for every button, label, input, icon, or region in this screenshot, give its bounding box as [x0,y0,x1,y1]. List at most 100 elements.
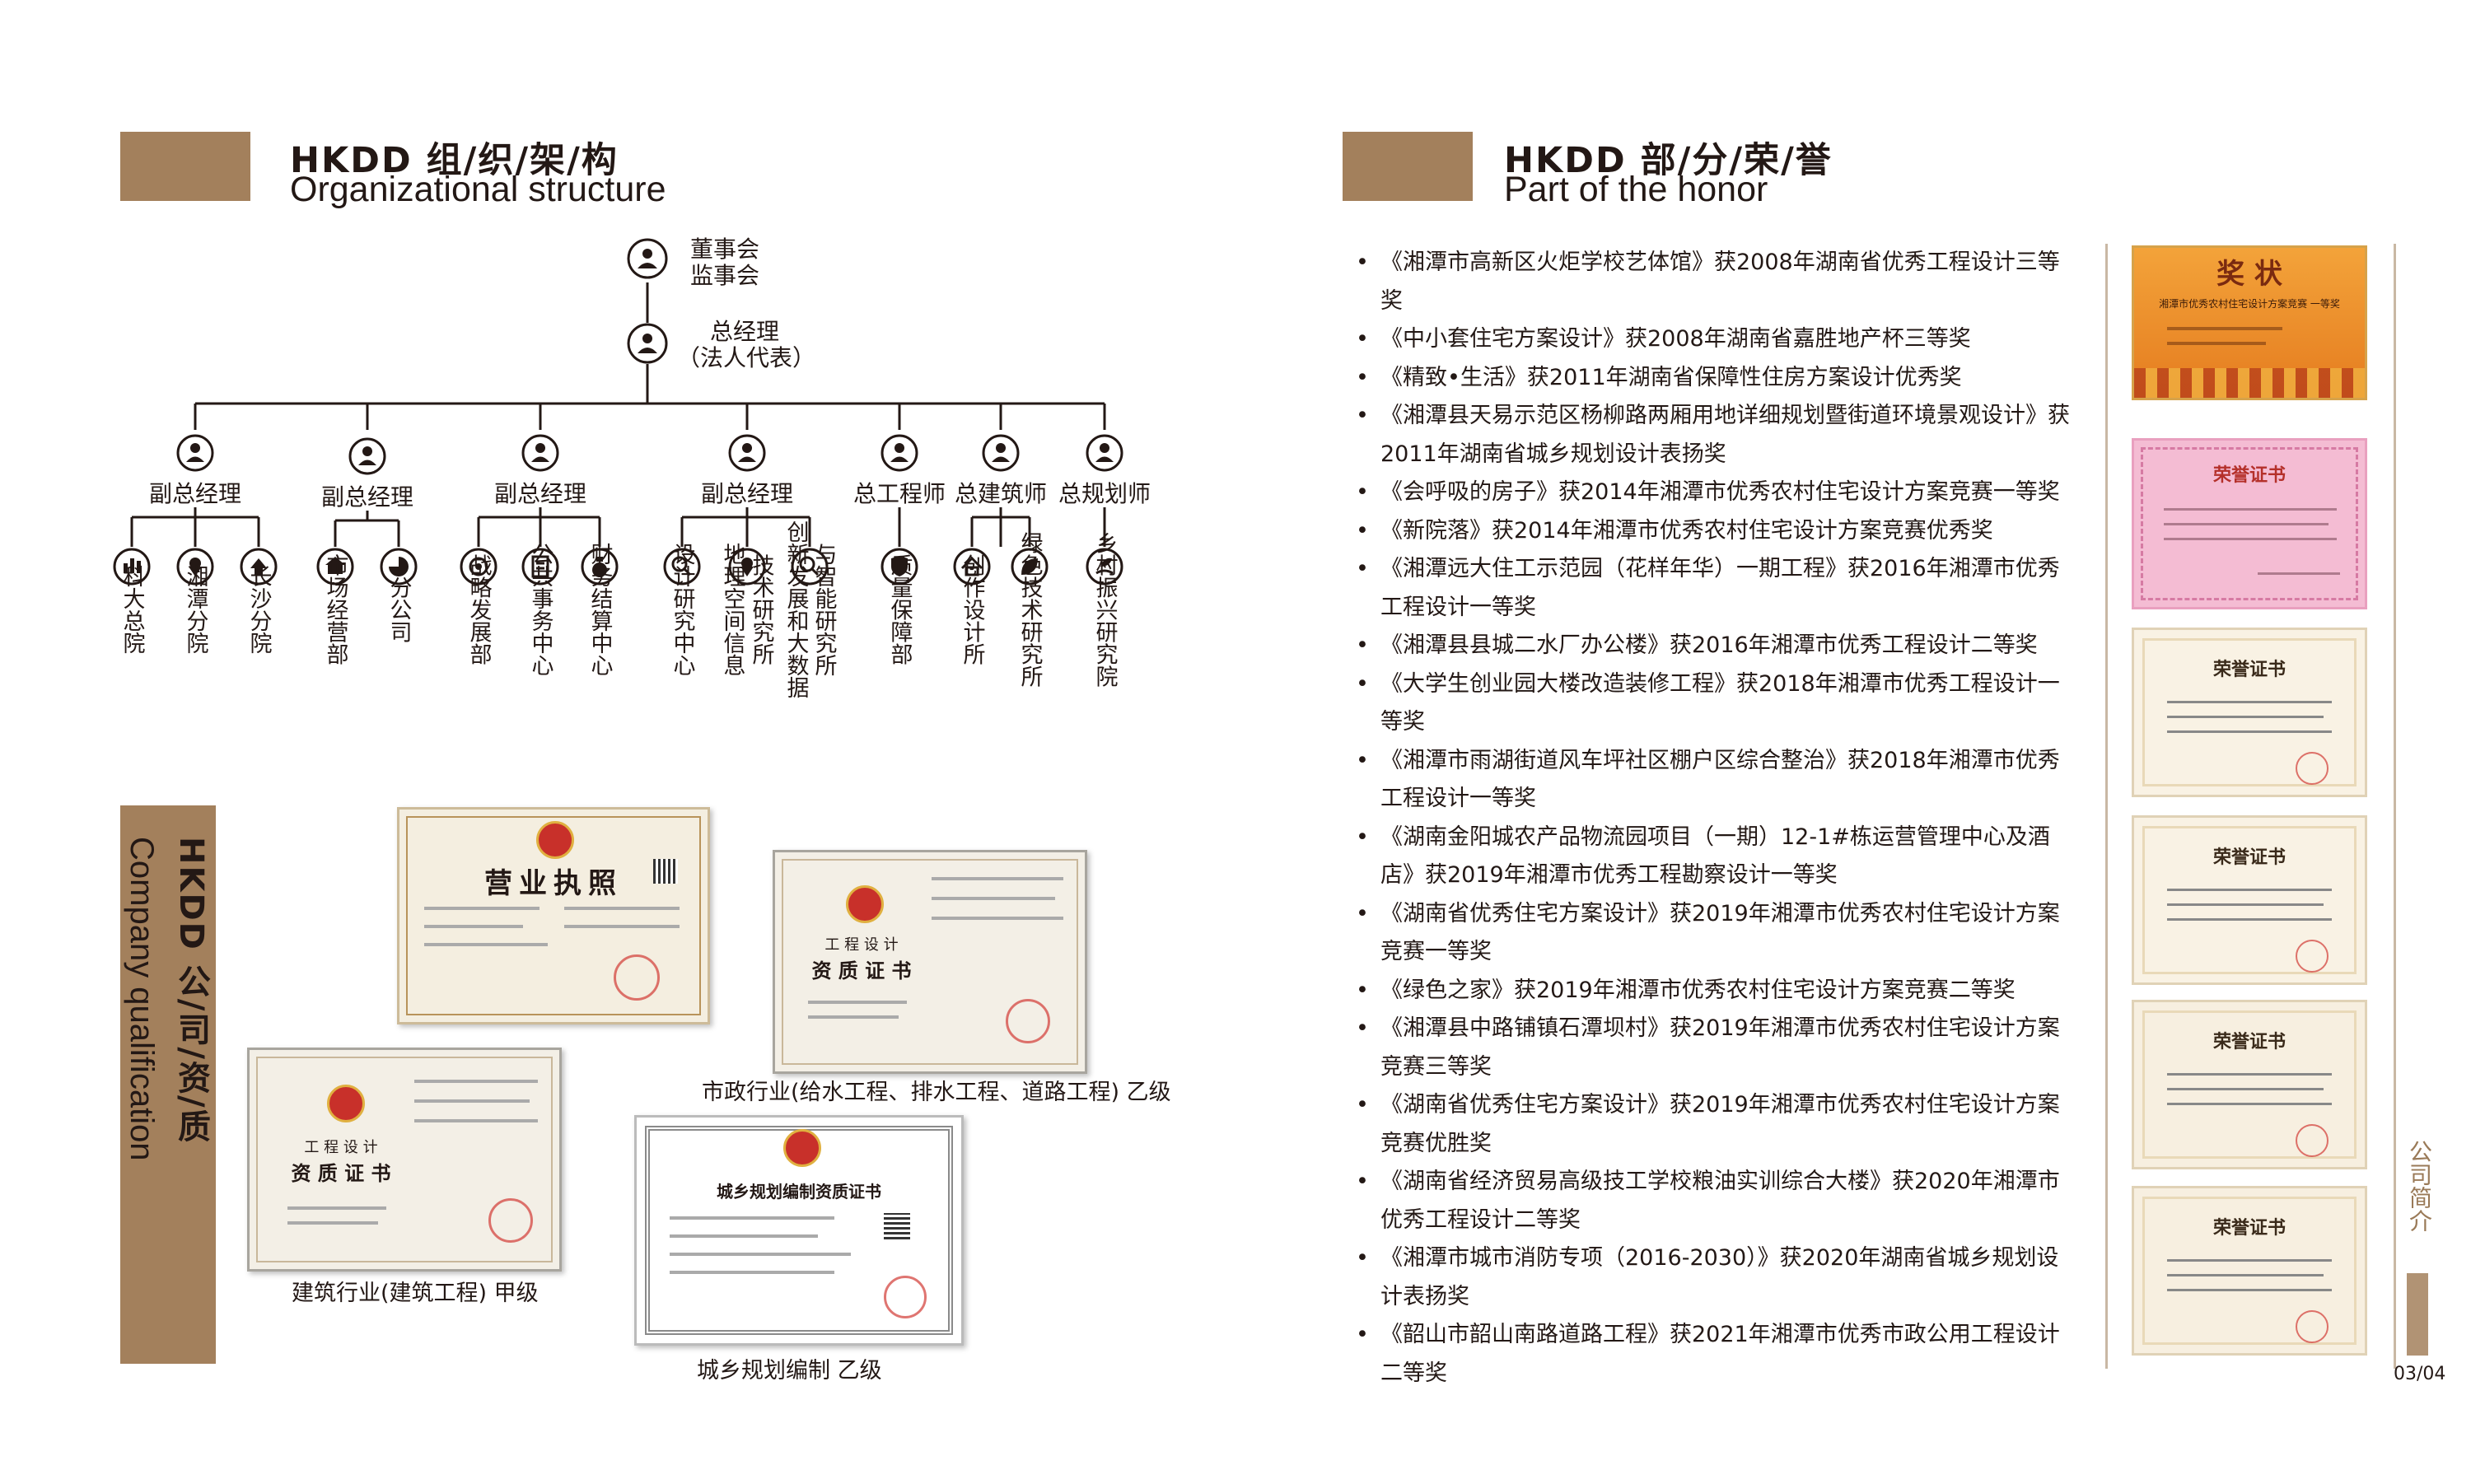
award-certificate-cream-4: 荣誉证书 [2132,1186,2367,1356]
dept-label: 湘潭分院 [183,565,208,654]
municipal-cert: 工 程 设 计 资 质 证 书 [773,850,1087,1074]
dept-label: 科大总院 [119,565,146,654]
org-top2: 监事会 [690,262,759,289]
org-chart: 董事会 监事会 总经理 （法人代表） 副总经理 副总经理 副总经理 副总经理 总… [113,236,1151,698]
award-body: 湘潭市优秀农村住宅设计方案竞赛 一等奖 [2159,298,2340,310]
gm-person-icon [627,323,668,364]
award-certificate-cream-2: 荣誉证书 [2132,815,2367,985]
list-item: 《湘潭县中路铺镇石潭坝村》获2019年湘潭市优秀农村住宅设计方案竞赛三等奖 [1351,1010,2076,1086]
municipal-caption: 市政行业(给水工程、排水工程、道路工程) 乙级 [702,1080,1171,1105]
dept-label: 市场经营部 [323,553,349,665]
manager-4-person-icon [728,434,766,472]
dept-label: 财务结算中心 [587,543,614,676]
dept-icons [113,548,1123,586]
qualification-title: HKDD 公/司/资/质 [172,837,210,1144]
qr-code-icon [884,1213,910,1239]
honor-title-bar [1343,132,1473,201]
planning-cert-title: 城乡规划编制资质证书 [717,1182,881,1202]
list-item: 《湘潭市雨湖街道风车坪社区棚户区综合整治》获2018年湘潭市优秀工程设计一等奖 [1351,742,2076,819]
award-title: 荣誉证书 [2212,1218,2286,1239]
award-title: 荣誉证书 [2212,847,2286,868]
dept-label: 创作设计所 [960,553,986,665]
list-item: 《湘潭县天易示范区杨柳路两厢用地详细规划暨街道环境景观设计》获2011年湖南省城… [1351,397,2076,474]
org-gm2: （法人代表） [677,344,815,371]
board-person-icon [627,238,668,279]
dept-label: 长沙分院 [246,565,273,654]
award-strip-right-line [2394,244,2396,1369]
municipal-cert-line2: 资 质 证 书 [811,959,912,982]
list-item: 《湖南省优秀住宅方案设计》获2019年湘潭市优秀农村住宅设计方案竞赛优胜奖 [1351,1086,2076,1163]
award-certificate-orange: 奖 状 湘潭市优秀农村住宅设计方案竞赛 一等奖 [2132,245,2367,400]
list-item: 《湘潭市高新区火炬学校艺体馆》获2008年湖南省优秀工程设计三等奖 [1351,244,2076,320]
dept-label: 技术研究所 [749,553,775,665]
award-title: 荣誉证书 [2212,1032,2286,1052]
building-cert: 工 程 设 计 资 质 证 书 [247,1048,562,1272]
list-item: 《湘潭县县城二水厂办公楼》获2016年湘潭市优秀工程设计二等奖 [1351,627,2076,665]
honor-title: HKDD 部/分/荣/誉 [1504,140,1833,181]
emblem-icon [846,885,884,923]
page-number: 03/04 [2394,1364,2446,1384]
hand-leaf-icon [1086,548,1123,586]
dept-label: 公共事务中心 [528,543,554,676]
dept-label: 质量保障部 [887,553,913,665]
org-title-bar [120,132,250,201]
manager-label-3: 副总经理 [494,480,586,507]
dept-label: 分公司 [386,576,412,643]
emblem-icon [536,821,574,859]
red-seal-icon [884,1276,927,1318]
shield-icon [880,548,918,586]
org-top1: 董事会 [690,236,759,263]
list-item: 《新院落》获2014年湘潭市优秀农村住宅设计方案竞赛优秀奖 [1351,512,2076,551]
red-seal-icon [614,954,660,1001]
building-caption: 建筑行业(建筑工程) 甲级 [292,1281,539,1306]
manager-3-person-icon [521,434,559,472]
list-item: 《湘潭市城市消防专项（2016-2030）》获2020年湖南省城乡规划设计表扬奖 [1351,1239,2076,1316]
list-item: 《大学生创业园大楼改造装修工程》获2018年湘潭市优秀工程设计一等奖 [1351,665,2076,742]
dept-label: 与智能研究所 [811,543,838,676]
award-title: 荣誉证书 [2212,465,2286,486]
org-title: HKDD 组/织/架/构 [290,140,619,181]
qualification-title-vertical: HKDD 公/司/资/质 Company qualification [120,837,216,1347]
manager-label-2: 副总经理 [321,483,413,511]
manager-label-7: 总规划师 [1058,480,1151,507]
emblem-icon [327,1085,365,1122]
red-seal-icon [2296,752,2329,785]
target-icon [460,548,497,586]
org-connectors [130,282,1106,547]
red-seal-icon [2296,1124,2329,1157]
honor-subtitle: Part of the honor [1504,170,1768,209]
red-seal-icon [488,1198,533,1243]
red-seal-icon [2296,1310,2329,1343]
building-chart-icon [113,548,151,586]
manager-6-person-icon [982,434,1020,472]
list-item: 《会呼吸的房子》获2014年湘潭市优秀农村住宅设计方案竞赛一等奖 [1351,474,2076,512]
dept-label: 创新发展和大数据 [783,520,810,698]
org-gm1: 总经理 [710,318,779,345]
list-item: 《韶山市韶山南路道路工程》获2021年湘潭市优秀市政公用工程设计二等奖 [1351,1316,2076,1393]
manager-1-person-icon [176,434,214,472]
red-seal-icon [2296,940,2329,973]
award-strip-left-line [2105,244,2108,1369]
market-icon [316,548,354,586]
house-icon [953,548,991,586]
leaf-icon [1011,548,1049,586]
map-pin-icon [176,548,214,586]
dept-label: 战略发展部 [466,553,493,665]
emblem-icon [783,1129,821,1167]
org-subtitle: Organizational structure [290,170,666,209]
planning-cert: 城乡规划编制资质证书 [634,1115,964,1346]
planning-caption: 城乡规划编制 乙级 [697,1358,882,1384]
business-license-cert: 营业执照 [397,807,710,1024]
qualification-side-bar [120,805,216,1364]
dept-label: 地理空间信息 [720,543,746,676]
manager-label-5: 总工程师 [853,480,946,507]
manager-label-6: 总建筑师 [955,480,1047,507]
qr-code-icon [653,859,678,884]
manager-label-4: 副总经理 [701,480,793,507]
pie-icon [380,548,418,586]
qualification-subtitle: Company qualification [124,837,160,1161]
building-cert-line2: 资 质 证 书 [291,1162,391,1185]
list-item: 《精致•生活》获2011年湖南省保障性住房方案设计优秀奖 [1351,359,2076,398]
list-item: 《湖南省优秀住宅方案设计》获2019年湘潭市优秀农村住宅设计方案竞赛一等奖 [1351,895,2076,972]
location-icon [240,548,278,586]
